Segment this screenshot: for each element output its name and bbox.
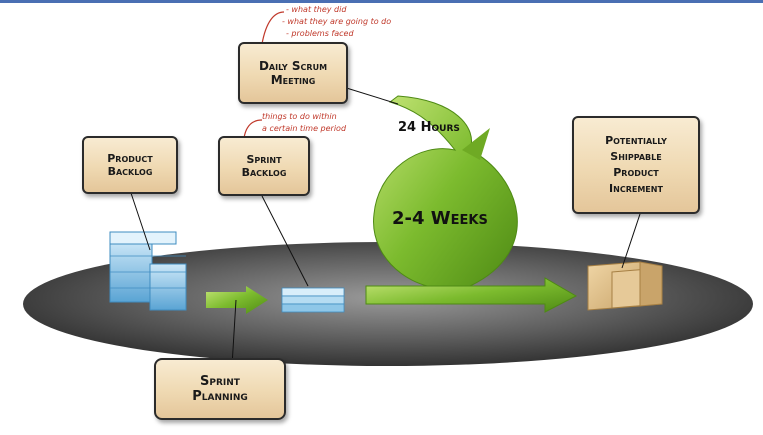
- product-backlog-stack: [109, 231, 187, 311]
- daily-scrum-box: Daily Scrum Meeting: [238, 42, 348, 104]
- connector-increment: [621, 213, 641, 269]
- note-what-they-did: - what they did: [286, 5, 347, 14]
- sprint-cycle-label: 2-4 Weeks: [392, 208, 488, 229]
- increment-cartons: [587, 261, 663, 311]
- connector-sprint-backlog: [261, 195, 309, 287]
- daily-scrum-label: Daily Scrum Meeting: [258, 59, 328, 87]
- sprint-backlog-box: Sprint Backlog: [218, 136, 310, 196]
- daily-cycle-label: 24 Hours: [398, 120, 460, 135]
- increment-box: Potentially Shippable Product Increment: [572, 116, 700, 214]
- product-backlog-label: Product Backlog: [107, 152, 153, 178]
- sprint-planning-box: Sprint Planning: [154, 358, 286, 420]
- sprint-backlog-label: Sprint Backlog: [241, 153, 287, 179]
- note-time-period: a certain time period: [262, 124, 347, 133]
- note-hook-backlog: [243, 119, 263, 139]
- top-rule: [0, 0, 763, 3]
- connector-daily-scrum: [339, 85, 399, 105]
- sprint-planning-label: Sprint Planning: [192, 374, 248, 404]
- sprint-loop-arrow: [365, 95, 578, 313]
- sprint-backlog-stack: [281, 287, 345, 313]
- note-problems-faced: - problems faced: [286, 29, 354, 38]
- note-what-they-will-do: - what they are going to do: [282, 17, 392, 26]
- product-backlog-box: Product Backlog: [82, 136, 178, 194]
- connector-product-backlog: [129, 189, 151, 251]
- note-hook-scrum: [261, 11, 285, 45]
- note-things-to-do: things to do within: [262, 112, 337, 121]
- increment-label: Potentially Shippable Product Increment: [605, 134, 667, 195]
- planning-arrow: [206, 286, 268, 314]
- connector-sprint-planning: [231, 299, 237, 367]
